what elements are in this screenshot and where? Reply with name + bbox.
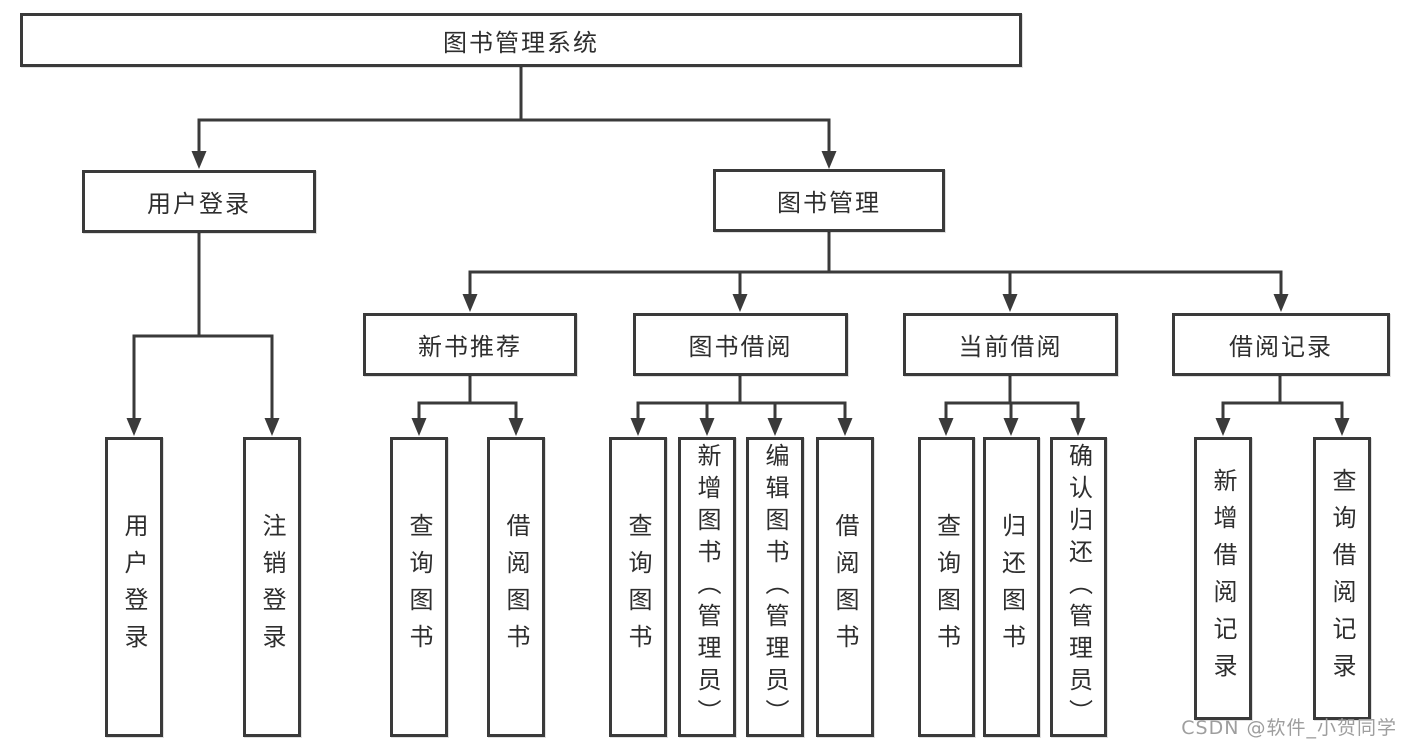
leaf-query-books-borrow: 查询图书 <box>609 437 667 737</box>
leaf-query-books-current: 查询图书 <box>918 437 975 737</box>
node-user-login: 用户登录 <box>82 170 316 233</box>
node-label: 编辑图书（管理员） <box>761 443 789 731</box>
leaf-borrow-books: 借阅图书 <box>816 437 874 737</box>
node-book-management: 图书管理 <box>713 169 945 232</box>
node-label: 新增图书（管理员） <box>693 443 721 731</box>
node-label: 借阅记录 <box>1229 333 1333 361</box>
leaf-return-books: 归还图书 <box>983 437 1040 737</box>
node-root: 图书管理系统 <box>20 13 1022 67</box>
leaf-add-borrow-record: 新增借阅记录 <box>1194 437 1252 720</box>
node-label: 图书管理 <box>777 189 881 217</box>
node-borrow-records: 借阅记录 <box>1172 313 1390 376</box>
leaf-query-borrow-record: 查询借阅记录 <box>1313 437 1371 720</box>
node-new-book-recommend: 新书推荐 <box>363 313 577 376</box>
leaf-logout: 注销登录 <box>243 437 301 737</box>
node-label: 查询图书 <box>932 513 961 661</box>
node-label: 图书管理系统 <box>443 28 599 57</box>
node-label: 查询图书 <box>405 513 433 661</box>
node-label: 确认归还（管理员） <box>1064 443 1093 731</box>
node-label: 用户登录 <box>120 513 148 661</box>
leaf-edit-books-admin: 编辑图书（管理员） <box>746 437 804 737</box>
node-label: 用户登录 <box>147 190 251 218</box>
leaf-borrow-books-recommend: 借阅图书 <box>487 437 545 737</box>
node-label: 查询图书 <box>624 513 652 661</box>
leaf-user-login: 用户登录 <box>105 437 163 737</box>
node-book-borrow: 图书借阅 <box>633 313 848 376</box>
leaf-query-books-recommend: 查询图书 <box>390 437 448 737</box>
node-label: 查询借阅记录 <box>1328 467 1356 690</box>
leaf-add-books-admin: 新增图书（管理员） <box>678 437 736 737</box>
watermark: CSDN @软件_小贺同学 <box>1181 717 1397 739</box>
node-label: 图书借阅 <box>688 333 793 361</box>
node-label: 借阅图书 <box>502 513 530 661</box>
node-label: 当前借阅 <box>958 333 1063 361</box>
node-current-borrow: 当前借阅 <box>903 313 1118 376</box>
node-label: 注销登录 <box>258 513 286 661</box>
node-label: 借阅图书 <box>831 513 859 661</box>
node-label: 新书推荐 <box>418 333 522 361</box>
node-label: 新增借阅记录 <box>1209 467 1237 690</box>
leaf-confirm-return-admin: 确认归还（管理员） <box>1050 437 1107 737</box>
node-label: 归还图书 <box>997 513 1026 661</box>
